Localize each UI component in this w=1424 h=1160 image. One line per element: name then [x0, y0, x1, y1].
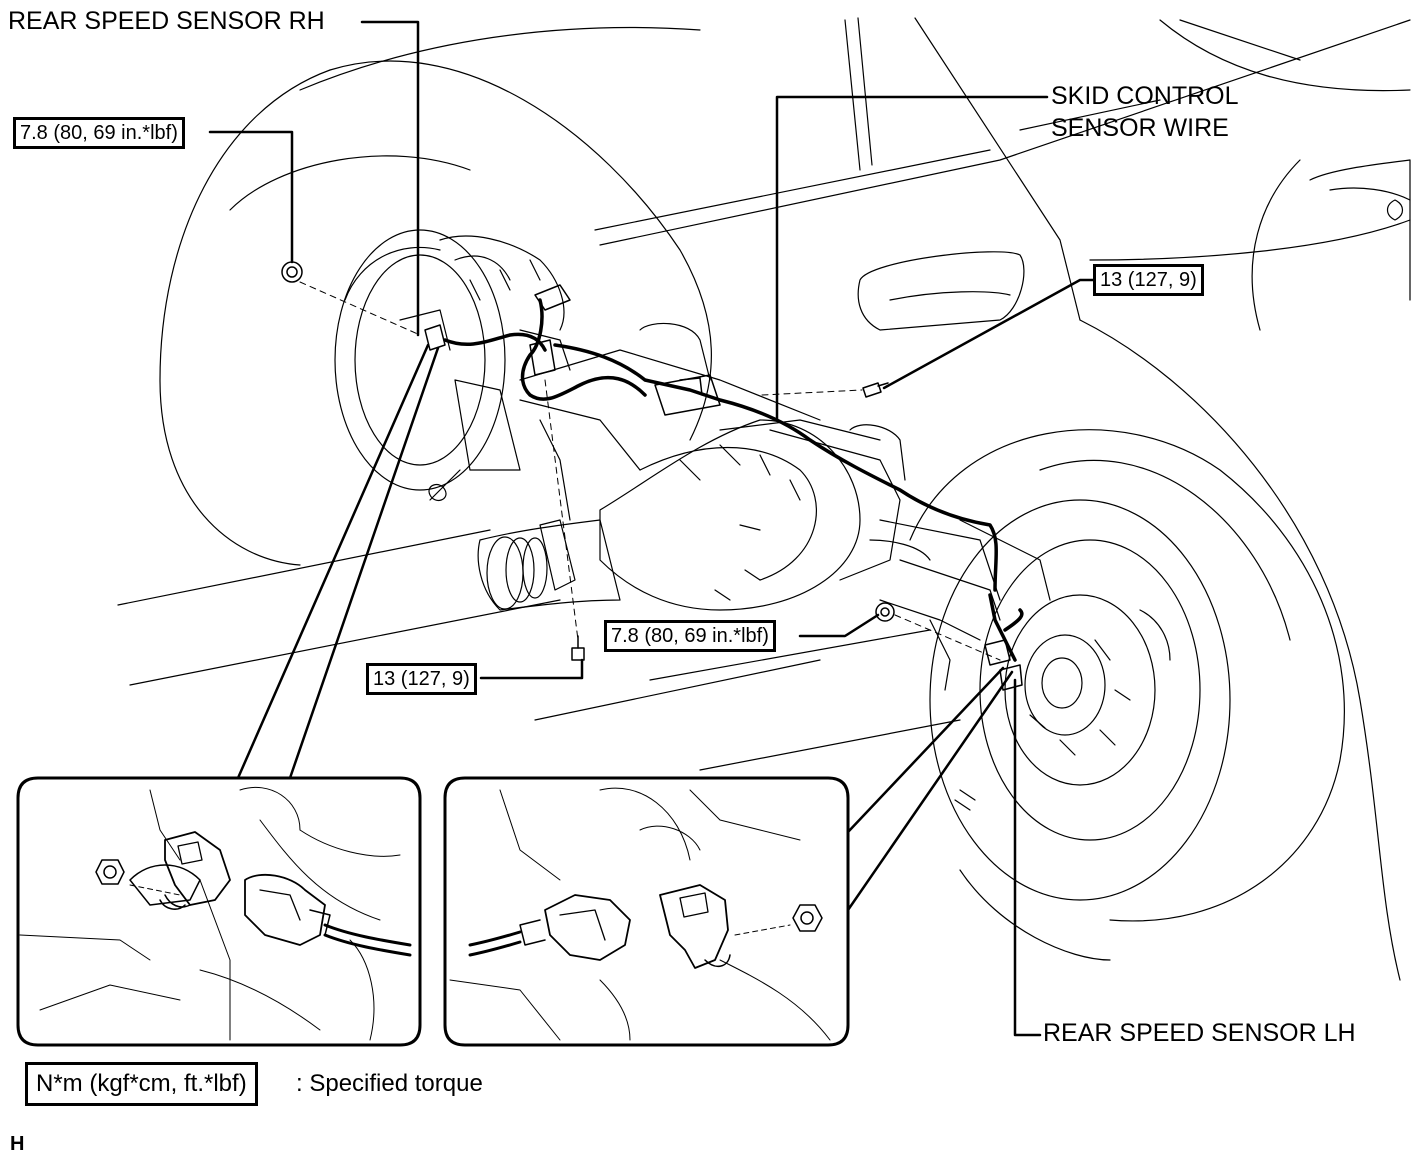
skid-control-sensor-wire-label-line2: SENSOR WIRE — [1051, 114, 1229, 142]
leader-skid-control-wire — [775, 95, 1049, 422]
rh-inset-connector-icon — [244, 873, 326, 946]
lh-inset-connector-icon — [544, 894, 631, 961]
torque-box-right-clamp: 13 (127, 9) — [1093, 264, 1204, 296]
rear-differential — [477, 322, 1051, 691]
torque-unit-legend-text: : Specified torque — [296, 1070, 483, 1097]
rh-axle-end — [399, 235, 571, 521]
figure-code: H — [10, 1133, 25, 1155]
leader-rear-speed-sensor-lh — [1013, 678, 1042, 1037]
rh-sensor-nut-icon — [281, 261, 303, 283]
main-view-fasteners — [281, 261, 895, 661]
skid-control-sensor-wire — [443, 298, 1024, 662]
leader-lh-torque — [798, 613, 880, 638]
leader-rear-speed-sensor-rh — [360, 20, 420, 337]
lh-sensor-nut-icon — [875, 602, 895, 622]
leader-right-clamp-torque — [882, 278, 1095, 390]
right-clamp-bolt-icon — [862, 382, 889, 398]
rh-inset-nut-icon — [95, 859, 125, 885]
vehicle-body-outline — [117, 17, 1411, 981]
leader-rh-torque — [208, 130, 294, 264]
install-direction-lines — [299, 281, 1001, 661]
torque-unit-legend-box: N*m (kgf*cm, ft.*lbf) — [25, 1062, 258, 1106]
rh-sensor-detail-inset — [16, 776, 422, 1047]
rear-speed-sensor-rh-label: REAR SPEED SENSOR RH — [8, 7, 325, 35]
callout-leaders — [208, 20, 1095, 1037]
torque-box-lh-sensor: 7.8 (80, 69 in.*lbf) — [604, 620, 776, 652]
leader-center-clamp-torque — [479, 658, 584, 680]
lh-wheel — [909, 429, 1345, 961]
lh-inset-nut-icon — [792, 904, 823, 932]
lh-sensor-detail-inset — [443, 776, 850, 1047]
torque-box-center-clamp: 13 (127, 9) — [366, 663, 477, 695]
lh-inset-sensor-icon — [659, 884, 729, 969]
rh-wheel — [159, 60, 712, 566]
inset-zoom-lines — [236, 343, 1014, 912]
rh-inset-sensor-icon — [164, 831, 231, 906]
torque-box-rh-sensor: 7.8 (80, 69 in.*lbf) — [13, 117, 185, 149]
harness-connectors — [424, 284, 1023, 691]
center-clamp-bolt-icon — [571, 635, 585, 661]
skid-control-sensor-wire-label-line1: SKID CONTROL — [1051, 82, 1239, 110]
rear-speed-sensor-lh-label: REAR SPEED SENSOR LH — [1043, 1019, 1356, 1047]
